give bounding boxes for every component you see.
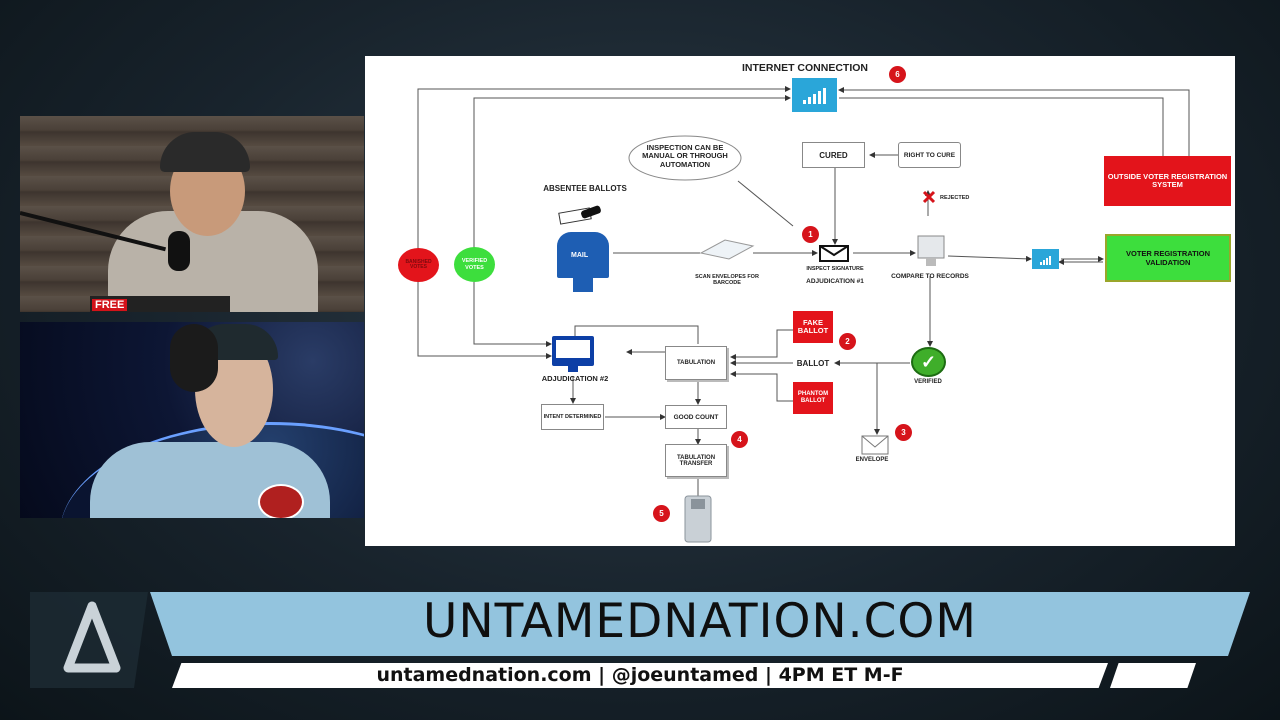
envelope-label: ENVELOPE [855, 457, 889, 463]
banner-subtitle-end-band [1110, 663, 1196, 688]
microphone-icon [170, 324, 218, 392]
intent-determined-box: INTENT DETERMINED [541, 404, 604, 430]
banner-band [150, 592, 1250, 656]
small-wifi-icon [1032, 249, 1059, 269]
host-webcam: FREE [20, 116, 364, 312]
shirt-patch [258, 484, 304, 518]
good-count-box: GOOD COUNT [665, 405, 727, 429]
shirt-text: FREE [92, 299, 128, 311]
scan-envelopes-label: SCAN ENVELOPES FOR BARCODE [695, 274, 759, 287]
cured-box: CURED [802, 142, 865, 168]
banished-votes-label: BANISHED VOTES [405, 258, 432, 270]
ballot-box: BALLOT [793, 352, 833, 374]
banner-subtitle: untamednation.com | @joeuntamed | 4PM ET… [376, 664, 904, 686]
inspection-note: INSPECTION CAN BE MANUAL OR THROUGH AUTO… [642, 143, 728, 169]
mailbox-post [573, 278, 593, 292]
verified-votes-circle: VERIFIED VOTES [454, 247, 495, 282]
verified-label: VERIFIED [914, 379, 942, 385]
banner-title: UNTAMEDNATION.COM [423, 594, 977, 649]
diagram-connectors [417, 86, 1190, 543]
mailbox-icon: MAIL [557, 232, 609, 278]
banished-votes-circle: BANISHED VOTES [398, 248, 439, 282]
step-3-badge: 3 [895, 424, 912, 441]
banner-subtitle-band [172, 663, 1108, 688]
internet-connection-title: INTERNET CONNECTION [742, 62, 868, 74]
step-4-badge: 4 [731, 431, 748, 448]
microphone-icon [168, 231, 190, 271]
channel-logo-icon [30, 592, 148, 688]
verified-check-icon: ✓ [911, 347, 946, 377]
inspect-signature-label: INSPECT SIGNATURE [806, 266, 864, 272]
host-cap [160, 132, 250, 172]
wifi-icon [792, 78, 837, 112]
step-6-badge: 6 [889, 66, 906, 83]
ballot-hand-icon [551, 204, 611, 226]
step-2-badge: 2 [839, 333, 856, 350]
fake-ballot-box: FAKE BALLOT [793, 311, 833, 343]
adjudication-1-label: ADJUDICATION #1 [806, 278, 864, 285]
phantom-ballot-box: PHANTOM BALLOT [793, 382, 833, 414]
tabulation-transfer-box: TABULATION TRANSFER [665, 444, 727, 477]
step-5-badge: 5 [653, 505, 670, 522]
compare-to-records-label: COMPARE TO RECORDS [891, 273, 969, 280]
adjudication-2-label: ADJUDICATION #2 [541, 374, 609, 383]
tabulation-box: TABULATION [665, 346, 727, 380]
step-1-badge: 1 [802, 226, 819, 243]
guest-webcam [20, 322, 364, 518]
outside-voter-registration-box: OUTSIDE VOTER REGISTRATION SYSTEM [1104, 156, 1231, 206]
computer-monitor-icon [552, 336, 594, 372]
right-to-cure-box: RIGHT TO CURE [898, 142, 961, 168]
election-flow-diagram: INTERNET CONNECTION 6 INSPECTION CAN BE … [365, 56, 1235, 546]
voter-registration-validation-box: VOTER REGISTRATION VALIDATION [1105, 234, 1231, 282]
mailbox-label: MAIL [571, 252, 589, 259]
rejected-label: REJECTED [940, 195, 970, 201]
absentee-ballots-label: ABSENTEE BALLOTS [543, 184, 627, 193]
verified-votes-label: VERIFIED VOTES [461, 258, 488, 271]
